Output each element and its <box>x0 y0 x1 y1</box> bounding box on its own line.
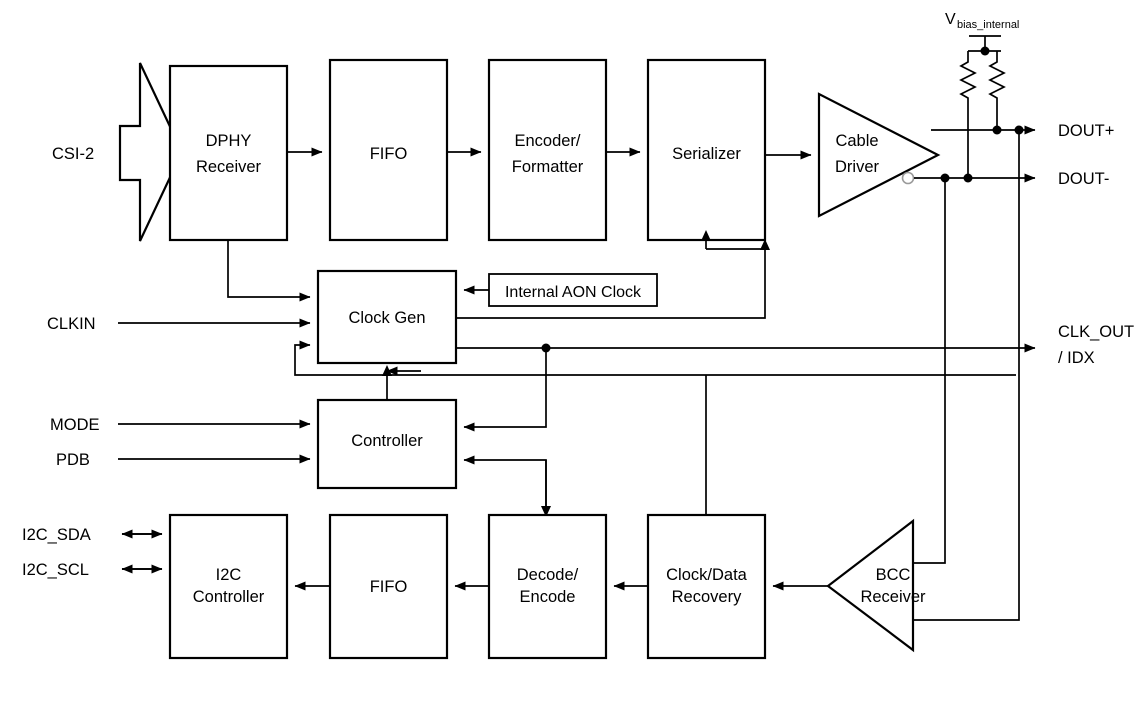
block-controller <box>316 398 458 490</box>
wire-clockgen-to-serializer <box>456 249 766 319</box>
block-encoder-formatter-label-1: Encoder/ <box>514 132 580 150</box>
pdb-label: PDB <box>56 451 90 469</box>
wire-dout-plus-to-bcc-lower <box>913 130 1020 621</box>
cable-driver-inverting-bubble-icon <box>901 171 915 185</box>
clkin-label: CLKIN <box>47 315 96 333</box>
wire-serializer-feed-arrowhead <box>701 230 711 241</box>
vbias-label-sub: bias_internal <box>957 19 1019 31</box>
block-cable-driver-label-2: Driver <box>835 158 880 176</box>
block-decode-encode-label-1: Decode/ <box>517 566 579 584</box>
block-bcc-receiver-label-2: Receiver <box>860 588 926 606</box>
block-controller-label: Controller <box>351 432 423 450</box>
i2c-sda-label: I2C_SDA <box>22 526 91 544</box>
block-clock-data-recovery <box>646 513 767 660</box>
resistor-right-to-dout-plus <box>988 51 1006 130</box>
wire-clkout-tap-to-controller <box>463 348 547 432</box>
mode-label: MODE <box>50 416 100 434</box>
csi2-label: CSI-2 <box>52 145 94 163</box>
wire-controller-to-decode-arrowhead <box>541 506 551 517</box>
block-fifo-top <box>328 58 449 242</box>
clkout-label-line1: CLK_OUT <box>1058 323 1134 341</box>
dout-minus-resistor-node <box>963 173 973 183</box>
block-cable-driver-label-1: Cable <box>835 132 878 150</box>
block-serializer-label: Serializer <box>672 145 741 163</box>
clkout-label-line2: / IDX <box>1058 349 1095 367</box>
wire-branch-to-controller <box>463 455 547 515</box>
block-dphy-receiver-label-2: Receiver <box>196 158 262 176</box>
block-clock-gen-label: Clock Gen <box>348 309 425 327</box>
block-fifo-bottom <box>328 513 449 660</box>
dout-minus-label: DOUT- <box>1058 170 1109 188</box>
block-clock-data-recovery-label-2: Recovery <box>672 588 742 606</box>
wire-controller-to-clockgen-arrowhead <box>382 365 392 376</box>
block-i2c-controller-label-2: Controller <box>193 588 265 606</box>
block-encoder-formatter-label-2: Formatter <box>512 158 584 176</box>
block-serializer <box>646 58 767 242</box>
wire-clockgen-to-serializer-arrowhead <box>760 239 770 250</box>
block-dphy-receiver <box>168 64 289 242</box>
block-clock-gen <box>316 269 458 365</box>
block-fifo-top-label: FIFO <box>370 145 408 163</box>
wire-feedback-bus-to-clockgen <box>294 340 1016 376</box>
dout-plus-label: DOUT+ <box>1058 122 1114 140</box>
i2c-scl-label: I2C_SCL <box>22 561 89 579</box>
resistor-left-to-dout-minus <box>959 51 977 178</box>
block-i2c-controller <box>168 513 289 660</box>
block-decode-encode <box>487 513 608 660</box>
block-clock-data-recovery-label-1: Clock/Data <box>666 566 748 584</box>
block-bcc-receiver <box>826 518 915 653</box>
block-decode-encode-label-2: Encode <box>520 588 576 606</box>
vbias-label-main: V <box>945 11 956 28</box>
block-internal-aon-clock-label: Internal AON Clock <box>505 284 642 301</box>
wire-dphy-to-clockgen <box>227 240 311 302</box>
block-dphy-receiver-label-1: DPHY <box>206 132 252 150</box>
block-encoder-formatter <box>487 58 608 242</box>
block-cable-driver <box>817 92 941 218</box>
dout-plus-resistor-node <box>992 125 1002 135</box>
wire-dout-minus-to-bcc-upper <box>913 178 946 564</box>
csi2-block-arrow-icon <box>118 62 184 242</box>
block-bcc-receiver-label-1: BCC <box>876 566 911 584</box>
block-internal-aon-clock <box>488 273 658 307</box>
block-fifo-bottom-label: FIFO <box>370 578 408 596</box>
block-i2c-controller-label-1: I2C <box>216 566 242 584</box>
